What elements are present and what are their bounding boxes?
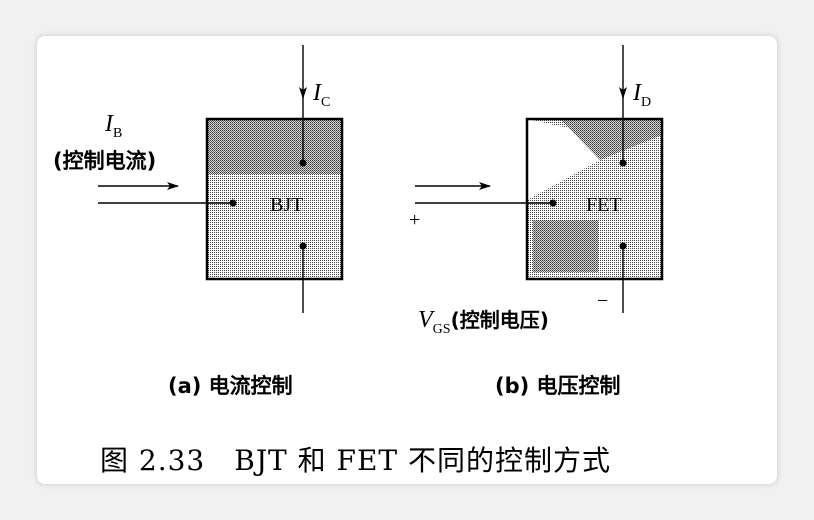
bjt-caption: (a) 电流控制 xyxy=(168,374,293,398)
bjt-base-current-label: IB xyxy=(104,111,122,141)
bjt-emitter-node xyxy=(299,242,307,250)
fet-panel: FET ID + − VGS(控制电压) (b) 电压控制 xyxy=(409,45,664,398)
fet-caption: (b) 电压控制 xyxy=(495,374,621,398)
fet-drain-node xyxy=(619,159,627,167)
fet-gate-voltage-label: VGS(控制电压) xyxy=(418,307,549,337)
fet-drain-current-label: ID xyxy=(632,80,651,110)
figure-caption: 图 2.33 BJT 和 FET 不同的控制方式 xyxy=(100,444,611,477)
bjt-base-node xyxy=(229,199,237,207)
fet-gate-node xyxy=(549,199,557,207)
fet-source-node xyxy=(619,242,627,250)
fet-plus-sign: + xyxy=(409,209,420,231)
bjt-control-note: (控制电流) xyxy=(53,149,156,173)
bjt-collector-node xyxy=(299,159,307,167)
bjt-device-box xyxy=(205,117,344,281)
bjt-device-label: BJT xyxy=(270,194,303,216)
fet-device-label: FET xyxy=(586,194,622,216)
fet-minus-sign: − xyxy=(597,290,608,312)
fet-device-box xyxy=(525,117,664,281)
bjt-collector-current-label: IC xyxy=(312,80,330,110)
bjt-panel: BJT IC IB (控制电流) (a) 电流控制 xyxy=(53,45,344,398)
